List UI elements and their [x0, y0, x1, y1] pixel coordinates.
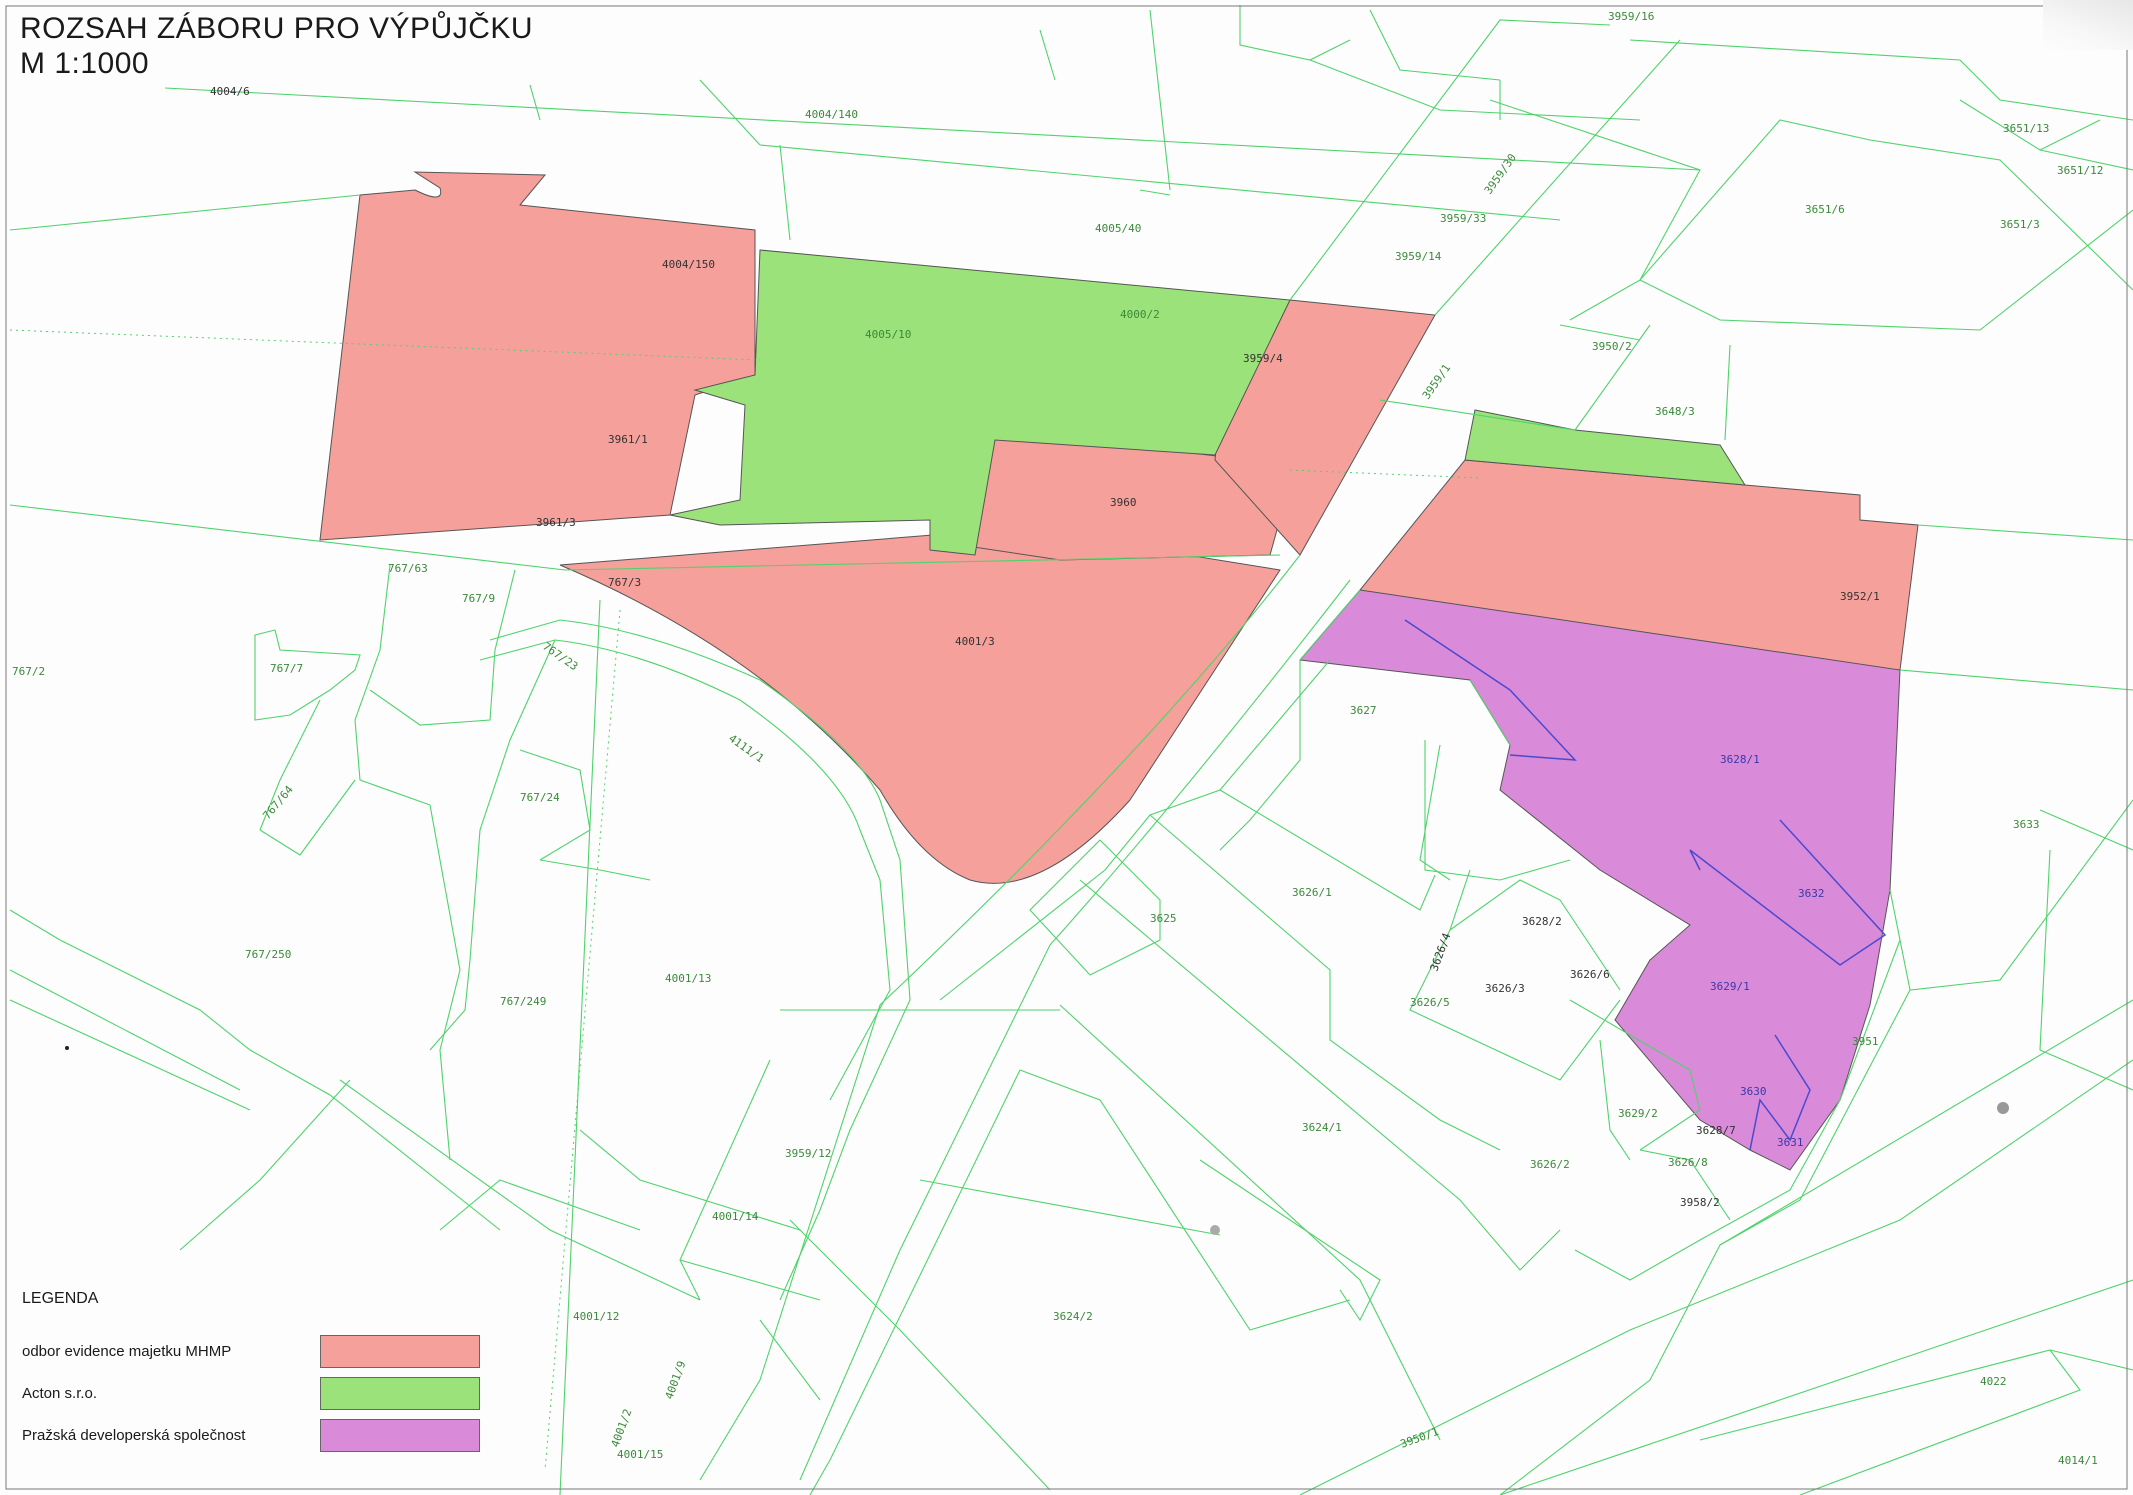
parcel-label: 3630 — [1740, 1085, 1767, 1098]
legend: LEGENDA odbor evidence majetku MHMP Acto… — [22, 1290, 480, 1456]
parcel-label: 767/64 — [260, 783, 296, 822]
parcel-label: 3626/3 — [1485, 982, 1525, 995]
parcel-label: 4004/150 — [662, 258, 715, 271]
parcel-label: 3624/1 — [1302, 1121, 1342, 1134]
parcel-label: 767/3 — [608, 576, 641, 589]
purple-line-2 — [1689, 819, 1887, 1151]
parcel-label: 3626/8 — [1668, 1156, 1708, 1169]
parcel-label: 3629/2 — [1618, 1107, 1658, 1120]
parcel-label: 767/63 — [388, 562, 428, 575]
parcel-label: 3628/7 — [1696, 1124, 1736, 1137]
red-area-southwest — [559, 527, 1281, 884]
legend-item-mhmp: odbor evidence majetku MHMP — [22, 1330, 480, 1372]
parcel-label: 3631 — [1777, 1136, 1804, 1149]
parcel-label: 4005/10 — [865, 328, 911, 341]
green-areas — [669, 249, 1746, 556]
parcel-label: 3959/16 — [1608, 10, 1654, 23]
scan-marks — [65, 1046, 2009, 1235]
parcel-label: 3961/3 — [536, 516, 576, 529]
parcel-label: 4001/15 — [617, 1448, 663, 1461]
parcel-label: 4022 — [1980, 1375, 2007, 1388]
green-area-3648-3 — [1464, 409, 1746, 486]
parcel-label: 3961/1 — [608, 433, 648, 446]
parcel-label: 3651/13 — [2003, 122, 2049, 135]
parcel-label: 3959/1 — [1420, 362, 1453, 402]
parcel-label: 3632 — [1798, 887, 1825, 900]
green-area-4005-10 — [669, 249, 1291, 556]
parcel-label: 767/9 — [462, 592, 495, 605]
dotted-lines — [9, 329, 1481, 1471]
parcel-label: 3626/4 — [1428, 931, 1454, 973]
parcel-label: 4004/6 — [210, 85, 250, 98]
parcel-label: 4001/3 — [955, 635, 995, 648]
purple-line-1 — [1404, 619, 1577, 761]
parcel-label: 4000/2 — [1120, 308, 1160, 321]
legend-swatch-purple — [320, 1418, 480, 1452]
parcel-label: 3959/33 — [1440, 212, 1486, 225]
parcel-label: 767/7 — [270, 662, 303, 675]
parcel-label: 3951 — [1852, 1035, 1879, 1048]
parcel-label: 3625 — [1150, 912, 1177, 925]
parcel-label: 4014/1 — [2058, 1454, 2098, 1467]
legend-swatch-red — [320, 1334, 480, 1368]
parcel-label: 3628/1 — [1720, 753, 1760, 766]
parcel-label: 3626/6 — [1570, 968, 1610, 981]
parcel-label: 3959/12 — [785, 1147, 831, 1160]
parcel-label: 767/249 — [500, 995, 546, 1008]
parcel-label: 3626/2 — [1530, 1158, 1570, 1171]
parcel-label: 767/23 — [540, 640, 580, 673]
parcel-label: 3629/1 — [1710, 980, 1750, 993]
parcel-label: 4001/9 — [663, 1359, 689, 1401]
parcel-label: 4001/14 — [712, 1210, 759, 1223]
parcel-label: 4001/2 — [609, 1407, 635, 1449]
parcel-label: 3959/4 — [1243, 352, 1283, 365]
parcel-label: 3960 — [1110, 496, 1137, 509]
boundary-lines — [9, 5, 2133, 1495]
parcel-label: 3633 — [2013, 818, 2040, 831]
parcel-label: 3628/2 — [1522, 915, 1562, 928]
parcel-label: 3626/1 — [1292, 886, 1332, 899]
parcel-label: 3651/12 — [2057, 164, 2103, 177]
map-frame — [5, 5, 2128, 1490]
parcel-label: 3648/3 — [1655, 405, 1695, 418]
legend-item-label: odbor evidence majetku MHMP — [22, 1342, 232, 1360]
parcel-label: 767/250 — [245, 948, 291, 961]
parcel-label: 4001/12 — [573, 1310, 619, 1323]
parcel-label: 3952/1 — [1840, 590, 1880, 603]
parcel-label: 3626/5 — [1410, 996, 1450, 1009]
parcel-label: 767/24 — [520, 791, 560, 804]
legend-item-pds: Pražská developerská společnost — [22, 1414, 480, 1456]
parcel-label: 3651/3 — [2000, 218, 2040, 231]
parcel-label: 4001/13 — [665, 972, 711, 985]
title-line-1: ROZSAH ZÁBORU PRO VÝPŮJČKU — [20, 12, 534, 45]
map-title: ROZSAH ZÁBORU PRO VÝPŮJČKU M 1:1000 — [20, 12, 533, 81]
legend-swatch-green — [320, 1376, 480, 1410]
parcel-label: 3950/1 — [1399, 1425, 1441, 1451]
scale-label: M 1:1000 — [20, 46, 150, 80]
parcel-label: 3627 — [1350, 704, 1377, 717]
parcel-label: 3624/2 — [1053, 1310, 1093, 1323]
parcel-label: 767/2 — [12, 665, 45, 678]
parcel-label: 3959/14 — [1395, 250, 1442, 263]
red-area-west — [319, 171, 756, 541]
parcel-label: 3651/6 — [1805, 203, 1845, 216]
parcel-label: 4111/1 — [726, 732, 766, 765]
parcel-label: 3950/2 — [1592, 340, 1632, 353]
legend-item-label: Acton s.r.o. — [22, 1384, 98, 1402]
parcel-label: 4005/40 — [1095, 222, 1141, 235]
parcel-label: 3958/2 — [1680, 1196, 1720, 1209]
page-corner — [2043, 0, 2133, 50]
legend-item-label: Pražská developerská společnost — [22, 1426, 246, 1444]
legend-item-acton: Acton s.r.o. — [22, 1372, 480, 1414]
legend-heading: LEGENDA — [22, 1290, 99, 1307]
parcel-label: 4004/140 — [805, 108, 858, 121]
